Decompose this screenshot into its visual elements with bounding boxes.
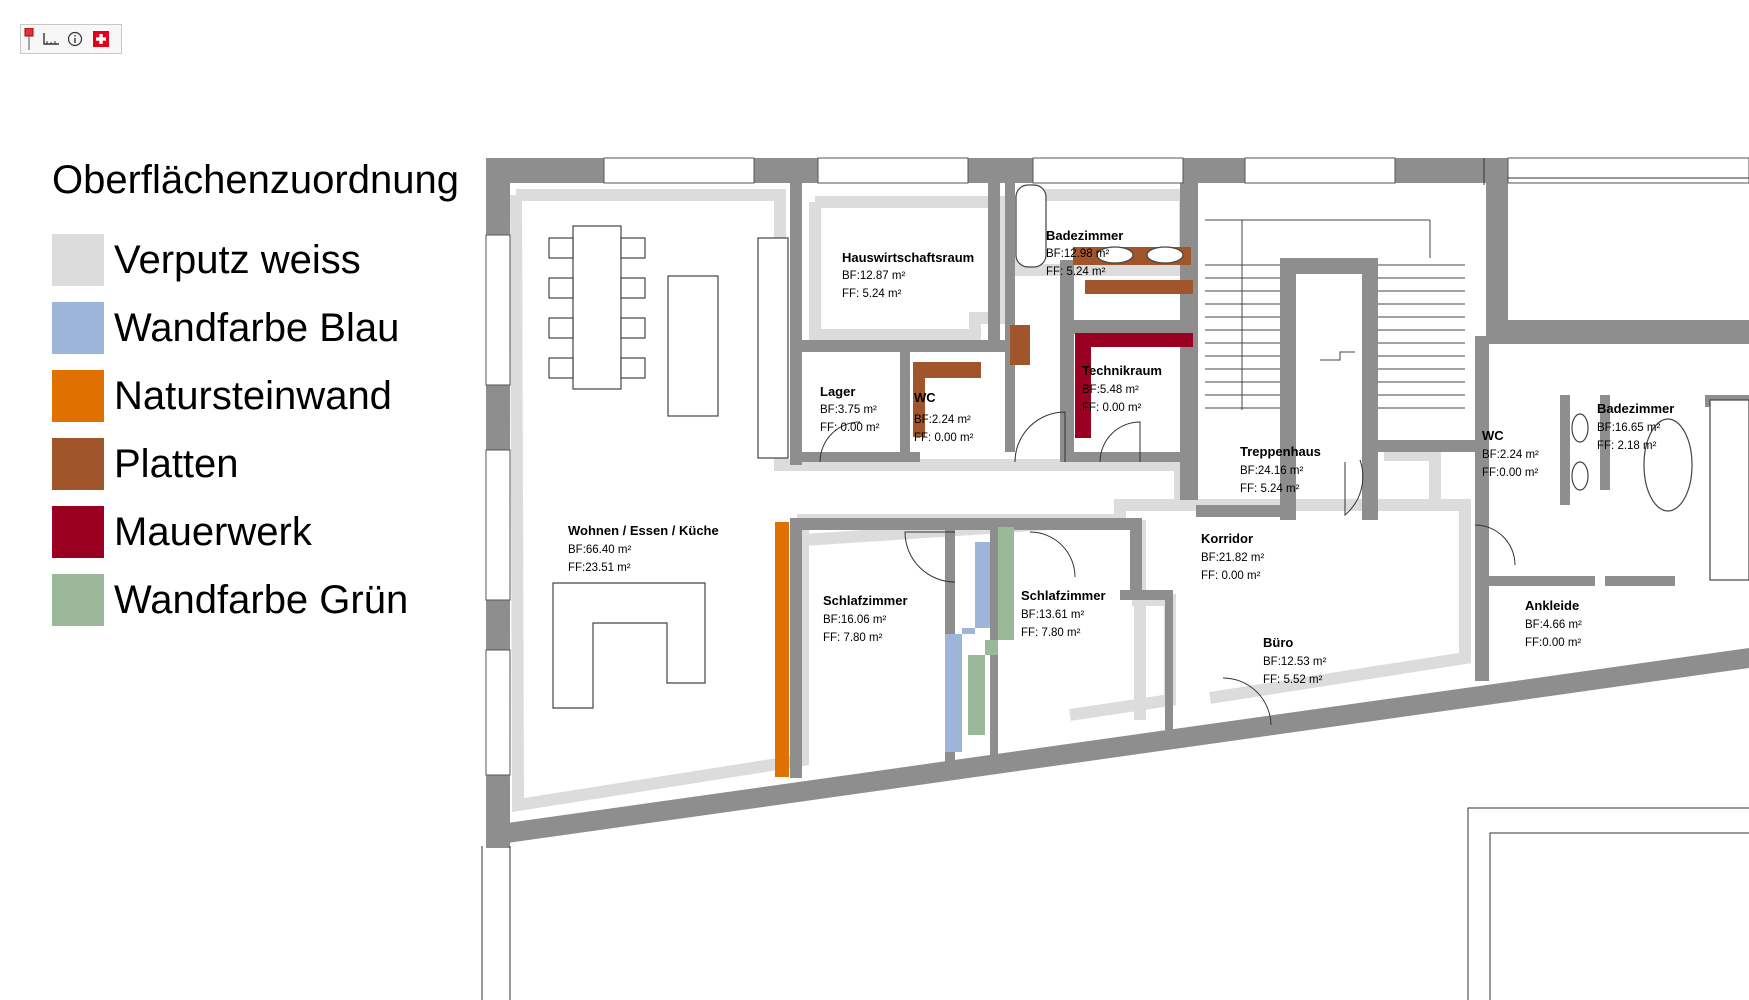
- room-ff: FF: 0.00 m²: [1201, 570, 1261, 582]
- room-bf: BF:24.16 m²: [1240, 465, 1303, 477]
- legend-item-wandfarbe-blau: Wandfarbe Blau: [52, 296, 482, 360]
- natural-stone-wall: [775, 522, 789, 777]
- room-label: WC BF:2.24 m² FF:0.00 m²: [1482, 428, 1539, 479]
- room-ff: FF:0.00 m²: [1482, 467, 1538, 479]
- room-bf: BF:16.06 m²: [823, 614, 886, 626]
- room-ff: FF:0.00 m²: [1525, 637, 1581, 649]
- dining-table: [572, 225, 622, 390]
- room-name: Treppenhaus: [1240, 444, 1321, 459]
- room-name: Badezimmer: [1597, 401, 1674, 416]
- legend-item-platten: Platten: [52, 432, 482, 496]
- room-name: Ankleide: [1525, 598, 1579, 613]
- legend-label-verputz-weiss: Verputz weiss: [114, 238, 361, 282]
- room-name: Korridor: [1201, 531, 1253, 546]
- neighbour-outline: [481, 158, 1749, 1000]
- legend-item-mauerwerk: Mauerwerk: [52, 500, 482, 564]
- room-bf: BF:21.82 m²: [1201, 552, 1264, 564]
- room-name: WC: [914, 390, 936, 405]
- room-name: WC: [1482, 428, 1504, 443]
- room-ff: FF: 0.00 m²: [1082, 402, 1142, 414]
- room-bf: BF:66.40 m²: [568, 544, 631, 556]
- windows: [485, 157, 1749, 776]
- legend-item-verputz-weiss: Verputz weiss: [52, 228, 482, 292]
- legend-title: Oberflächenzuordnung: [52, 158, 459, 202]
- staircase: [1205, 219, 1465, 410]
- legend-label-mauerwerk: Mauerwerk: [114, 510, 312, 554]
- room-bf: BF:13.61 m²: [1021, 609, 1084, 621]
- floating-toolbar: [20, 24, 122, 54]
- legend-label-platten: Platten: [114, 442, 239, 486]
- room-bf: BF:12.87 m²: [842, 270, 905, 282]
- room-bf: BF:12.98 m²: [1046, 248, 1109, 260]
- room-name: Wohnen / Essen / Küche: [568, 523, 719, 538]
- room-bf: BF:2.24 m²: [914, 414, 971, 426]
- room-bf: BF:16.65 m²: [1597, 422, 1660, 434]
- freestanding-bathtub: [1643, 418, 1693, 512]
- blue-wall-paint: [945, 542, 990, 752]
- legend-item-natursteinwand: Natursteinwand: [52, 364, 482, 428]
- room-ff: FF: 7.80 m²: [823, 632, 883, 644]
- pin-icon[interactable]: [23, 28, 35, 50]
- room-ff: FF: 5.52 m²: [1263, 674, 1323, 686]
- room-name: Schlafzimmer: [823, 593, 908, 608]
- furniture: [548, 184, 1749, 709]
- room-name: Lager: [820, 384, 855, 399]
- room-bf: BF:2.24 m²: [1482, 449, 1539, 461]
- room-name: Badezimmer: [1046, 228, 1123, 243]
- room-ff: FF: 2.18 m²: [1597, 440, 1657, 452]
- room-label: WC BF:2.24 m² FF: 0.00 m²: [914, 390, 974, 444]
- room-ff: FF: 5.24 m²: [1046, 266, 1106, 278]
- legend-item-wandfarbe-gruen: Wandfarbe Grün: [52, 568, 482, 632]
- bathtub: [1015, 184, 1047, 268]
- room-bf: BF:3.75 m²: [820, 404, 877, 416]
- room-name: Schlafzimmer: [1021, 588, 1106, 603]
- legend-swatch-verputz-weiss: [52, 234, 104, 286]
- masonry-surfaces: [1075, 333, 1193, 438]
- legend-label-natursteinwand: Natursteinwand: [114, 374, 392, 418]
- room-name: Technikraum: [1082, 363, 1162, 378]
- kitchen-counter: [757, 237, 789, 459]
- legend-swatch-natursteinwand: [52, 370, 104, 422]
- room-ff: FF: 0.00 m²: [820, 422, 880, 434]
- legend-swatch-wandfarbe-gruen: [52, 574, 104, 626]
- kitchen-island: [552, 582, 706, 709]
- info-icon[interactable]: [65, 29, 85, 49]
- surface-legend: Oberflächenzuordnung Verputz weiss Wandf…: [48, 150, 488, 690]
- legend-label-wandfarbe-gruen: Wandfarbe Grün: [114, 578, 409, 622]
- measure-icon[interactable]: [41, 29, 61, 49]
- room-ff: FF:23.51 m²: [568, 562, 631, 574]
- legend-swatch-mauerwerk: [52, 506, 104, 558]
- room-bf: BF:5.48 m²: [1082, 384, 1139, 396]
- legend-label-wandfarbe-blau: Wandfarbe Blau: [114, 306, 400, 350]
- swiss-flag-icon[interactable]: [91, 29, 111, 49]
- doors: [819, 411, 1516, 726]
- sideboard: [667, 275, 719, 417]
- room-name: Büro: [1263, 635, 1293, 650]
- room-ff: FF: 7.80 m²: [1021, 627, 1081, 639]
- legend-swatch-wandfarbe-blau: [52, 302, 104, 354]
- room-ff: FF: 5.24 m²: [842, 288, 902, 300]
- room-ff: FF: 0.00 m²: [914, 432, 974, 444]
- green-wall-paint: [968, 527, 1014, 735]
- room-bf: BF:4.66 m²: [1525, 619, 1582, 631]
- room-name: Hauswirtschaftsraum: [842, 250, 974, 265]
- room-ff: FF: 5.24 m²: [1240, 483, 1300, 495]
- legend-swatch-platten: [52, 438, 104, 490]
- room-bf: BF:12.53 m²: [1263, 656, 1326, 668]
